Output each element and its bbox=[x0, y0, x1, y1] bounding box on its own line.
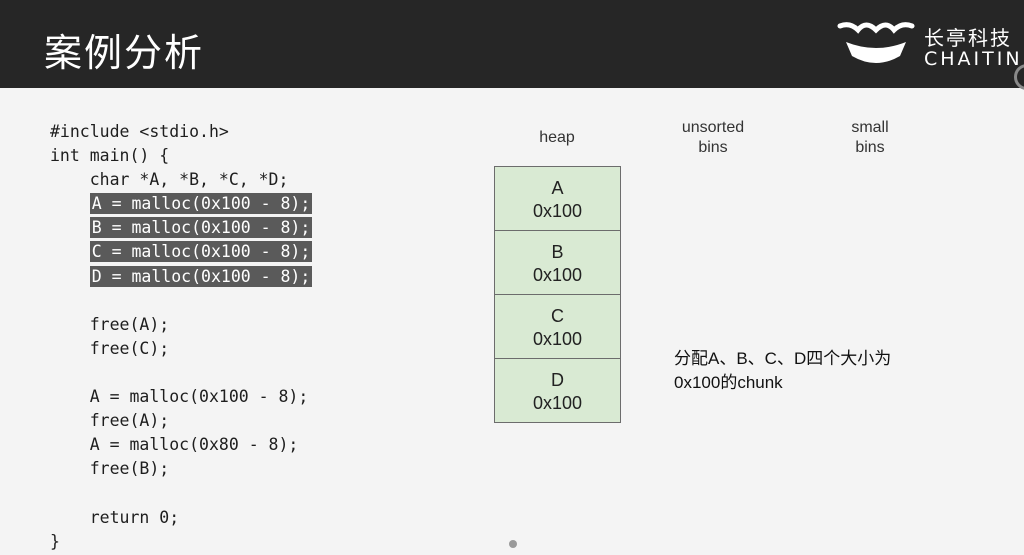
small-label-line2: bins bbox=[855, 139, 885, 156]
code-indent bbox=[50, 194, 90, 213]
code-indent bbox=[50, 170, 90, 189]
code-text: free(C); bbox=[89, 338, 170, 358]
heap-chunk-c: C 0x100 bbox=[495, 295, 620, 359]
note-line1: 分配A、B、C、D四个大小为 bbox=[674, 349, 892, 368]
code-text: free(B); bbox=[89, 459, 170, 479]
chunk-size: 0x100 bbox=[532, 329, 583, 349]
heap-diagram: A 0x100 B 0x100 C 0x100 D 0x100 bbox=[494, 166, 621, 423]
code-text: return 0; bbox=[89, 507, 180, 527]
code-indent bbox=[50, 387, 90, 406]
code-indent bbox=[50, 459, 90, 478]
chunk-size: 0x100 bbox=[532, 393, 583, 413]
code-line bbox=[50, 289, 312, 313]
code-text: C = malloc(0x100 - 8); bbox=[89, 241, 313, 263]
chunk-name: D bbox=[551, 370, 564, 390]
logo-text-en: CHAITIN bbox=[924, 48, 1023, 70]
note-line2: 0x100的chunk bbox=[674, 373, 783, 392]
code-line: free(C); bbox=[50, 337, 312, 361]
small-bins-label: small bins bbox=[810, 118, 930, 158]
code-line: return 0; bbox=[50, 506, 312, 530]
code-text: free(A); bbox=[89, 411, 170, 431]
chunk-name: C bbox=[551, 306, 564, 326]
code-line bbox=[50, 361, 312, 385]
code-line: B = malloc(0x100 - 8); bbox=[50, 216, 313, 240]
slide-header: 案例分析 长亭科技 CHAITIN bbox=[0, 0, 1024, 88]
heap-chunk-a: A 0x100 bbox=[495, 167, 620, 231]
code-indent bbox=[50, 267, 90, 286]
unsorted-label-line1: unsorted bbox=[681, 119, 745, 136]
code-text: } bbox=[50, 531, 60, 551]
code-line: } bbox=[50, 530, 312, 554]
code-text: D = malloc(0x100 - 8); bbox=[89, 265, 313, 287]
code-text: int main() { bbox=[50, 146, 170, 166]
chunk-name: A bbox=[551, 178, 564, 198]
code-line: A = malloc(0x80 - 8); bbox=[50, 433, 312, 457]
code-indent bbox=[50, 242, 90, 261]
code-text: A = malloc(0x80 - 8); bbox=[89, 435, 299, 455]
code-line: D = malloc(0x100 - 8); bbox=[50, 265, 313, 289]
code-text: char *A, *B, *C, *D; bbox=[89, 170, 289, 190]
code-indent bbox=[50, 315, 90, 334]
code-line: free(B); bbox=[50, 457, 312, 481]
slide-indicator-dot[interactable] bbox=[509, 540, 517, 548]
unsorted-bins-label: unsorted bins bbox=[653, 118, 773, 158]
code-indent bbox=[50, 508, 90, 527]
unsorted-label-line2: bins bbox=[698, 139, 728, 156]
chunk-name: B bbox=[551, 242, 564, 262]
code-text: free(A); bbox=[89, 314, 170, 334]
code-block: #include <stdio.h> int main() { char *A, … bbox=[50, 120, 313, 554]
code-text: #include <stdio.h> bbox=[50, 122, 229, 141]
heap-chunk-b: B 0x100 bbox=[495, 231, 620, 295]
heap-chunk-d: D 0x100 bbox=[495, 359, 620, 422]
annotation-note: 分配A、B、C、D四个大小为 0x100的chunk bbox=[674, 347, 954, 395]
code-text: A = malloc(0x100 - 8); bbox=[89, 193, 313, 215]
code-line: C = malloc(0x100 - 8); bbox=[50, 240, 313, 264]
logo-text-cn: 长亭科技 bbox=[924, 26, 1012, 50]
code-line: A = malloc(0x100 - 8); bbox=[50, 385, 312, 409]
chunk-size: 0x100 bbox=[532, 265, 583, 285]
code-line: char *A, *B, *C, *D; bbox=[50, 168, 312, 192]
code-indent bbox=[50, 339, 90, 358]
code-line: int main() { bbox=[50, 144, 312, 168]
heap-label: heap bbox=[539, 129, 575, 146]
code-indent bbox=[50, 218, 90, 237]
heap-column-label: heap bbox=[497, 128, 617, 148]
code-line: A = malloc(0x100 - 8); bbox=[50, 192, 313, 216]
code-text: B = malloc(0x100 - 8); bbox=[89, 217, 313, 239]
chaitin-logo: 长亭科技 CHAITIN bbox=[836, 16, 1020, 74]
code-line: free(A); bbox=[50, 313, 312, 337]
code-indent bbox=[50, 411, 90, 430]
chunk-size: 0x100 bbox=[532, 201, 583, 221]
code-text: A = malloc(0x100 - 8); bbox=[89, 387, 309, 407]
small-label-line1: small bbox=[851, 119, 889, 136]
slide-title: 案例分析 bbox=[44, 31, 205, 75]
code-line bbox=[50, 481, 312, 505]
code-line: free(A); bbox=[50, 409, 312, 433]
code-indent bbox=[50, 435, 90, 454]
code-line: #include <stdio.h> bbox=[50, 120, 312, 144]
crown-logo-icon bbox=[837, 22, 915, 63]
